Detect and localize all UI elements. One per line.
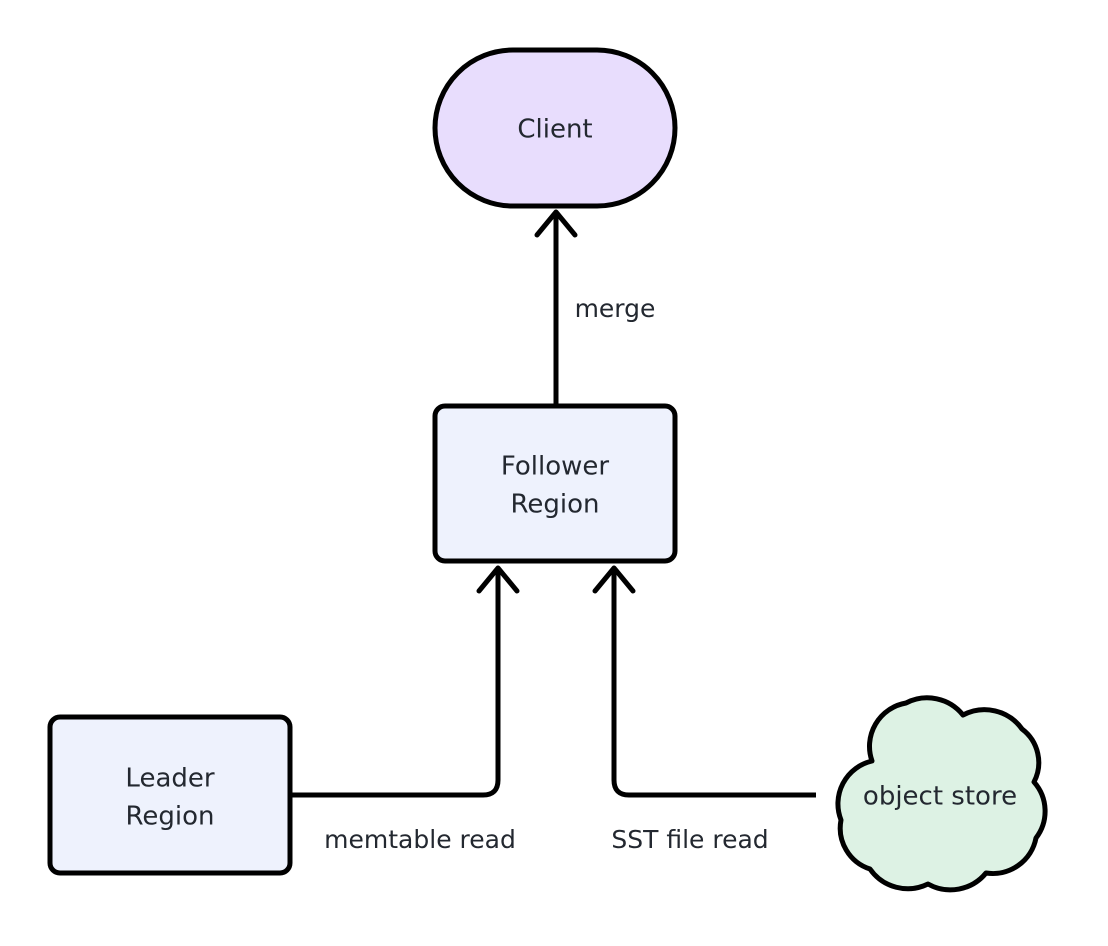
node-client[interactable]: Client xyxy=(432,47,678,209)
leader-region-label-line2: Region xyxy=(125,802,214,832)
node-leader-region[interactable]: Leader Region xyxy=(47,714,293,876)
edge-memtable-read-arrowhead xyxy=(476,565,520,594)
object-store-label: object store xyxy=(863,782,1017,812)
edge-label-merge: merge xyxy=(575,294,656,323)
edge-sst-file-read-arrowhead xyxy=(592,565,636,594)
leader-region-label-line1: Leader xyxy=(125,764,214,794)
edge-label-memtable-read: memtable read xyxy=(324,825,516,854)
leader-region-shape xyxy=(47,714,293,876)
edge-sst-file-read-line xyxy=(611,572,816,798)
node-follower-region[interactable]: Follower Region xyxy=(432,403,678,564)
object-store-cloud-shape xyxy=(835,695,1048,893)
edge-memtable-read xyxy=(290,565,520,798)
edge-memtable-read-line xyxy=(290,572,501,798)
follower-region-shape xyxy=(432,403,678,564)
edge-sst-file-read xyxy=(592,565,816,798)
client-label: Client xyxy=(517,115,592,145)
edge-label-sst-file-read: SST file read xyxy=(611,825,768,854)
client-shape xyxy=(432,47,678,209)
node-object-store[interactable]: object store xyxy=(835,695,1048,893)
follower-region-label-line2: Region xyxy=(510,490,599,520)
edge-merge xyxy=(534,209,578,407)
edge-merge-arrowhead xyxy=(534,209,578,238)
follower-region-label-line1: Follower xyxy=(501,452,610,482)
